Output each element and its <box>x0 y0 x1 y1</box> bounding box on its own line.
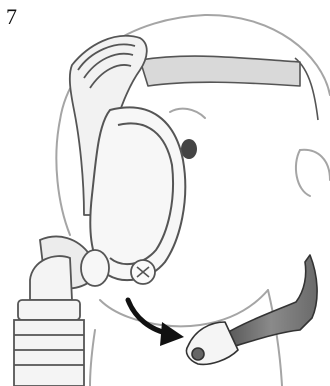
eye <box>181 139 197 159</box>
headgear-strap <box>140 56 318 120</box>
bottom-strap <box>186 255 317 364</box>
curved-arrow <box>128 300 184 346</box>
